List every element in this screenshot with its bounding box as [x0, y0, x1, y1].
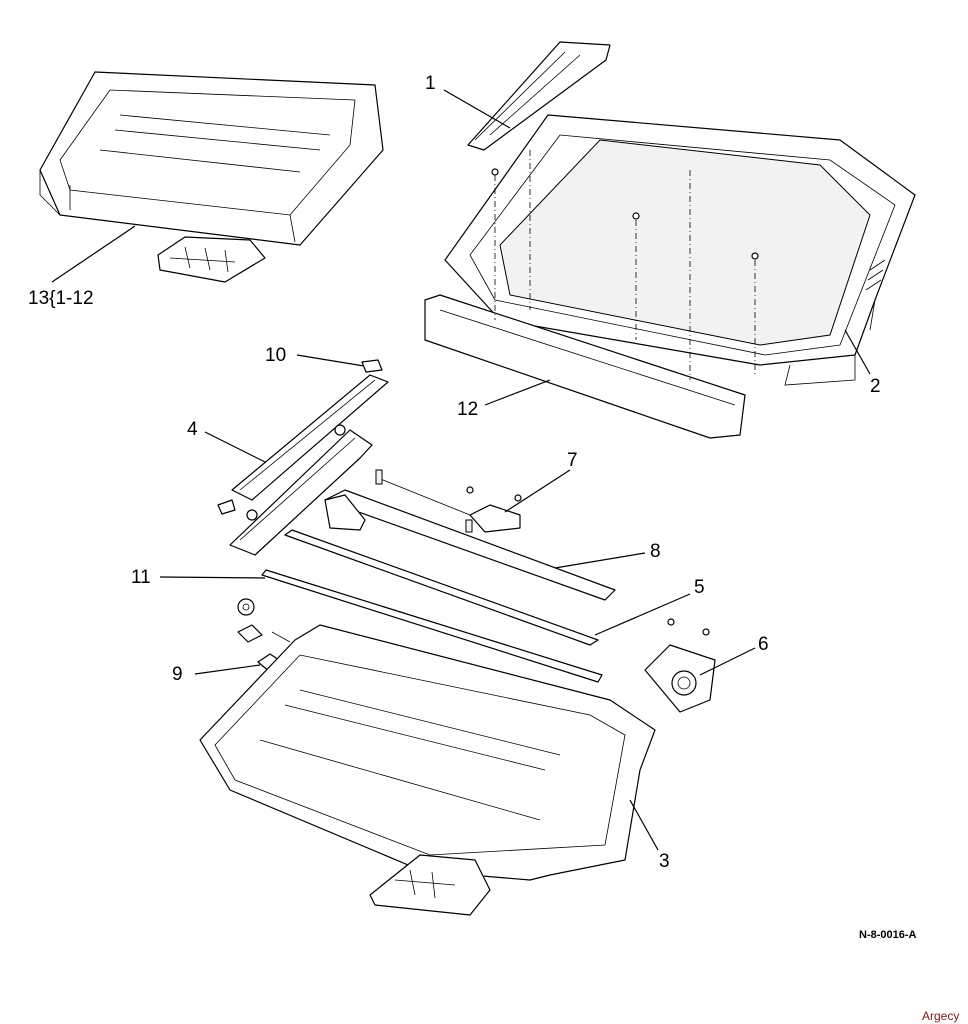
part-13-assembly: [39, 71, 384, 283]
watermark: Argecy: [922, 1009, 960, 1023]
callout-9: 9: [172, 664, 183, 685]
part-11-shaft: [261, 569, 603, 683]
callout-4: 4: [187, 419, 198, 440]
part-9: [237, 598, 291, 673]
part-7: [375, 469, 521, 533]
callout-7: 7: [567, 450, 578, 471]
callout-13: 13{1-12: [28, 288, 94, 309]
callout-10: 10: [265, 345, 287, 366]
part-8: [324, 489, 616, 601]
leader-lines: [51, 89, 871, 851]
part-5: [284, 529, 599, 646]
part-6-motor: [644, 644, 716, 713]
callout-6: 6: [758, 634, 769, 655]
callout-1: 1: [425, 73, 436, 94]
part-10: [361, 359, 383, 373]
callout-12: 12: [457, 399, 479, 420]
callout-11: 11: [131, 567, 151, 588]
callout-5: 5: [694, 577, 705, 598]
part-1: [467, 41, 611, 151]
part-2-platen-frame: [444, 114, 916, 386]
part-12-front-cover: [424, 294, 746, 439]
callout-2: 2: [870, 376, 881, 397]
callout-3: 3: [659, 851, 670, 872]
figure-code: N-8-0016-A: [859, 929, 917, 941]
callout-8: 8: [650, 541, 661, 562]
part-4-rail: [231, 374, 389, 501]
carriage-bracket: [217, 424, 373, 556]
part-3-lower-frame: [199, 624, 656, 916]
screws: [466, 168, 759, 636]
